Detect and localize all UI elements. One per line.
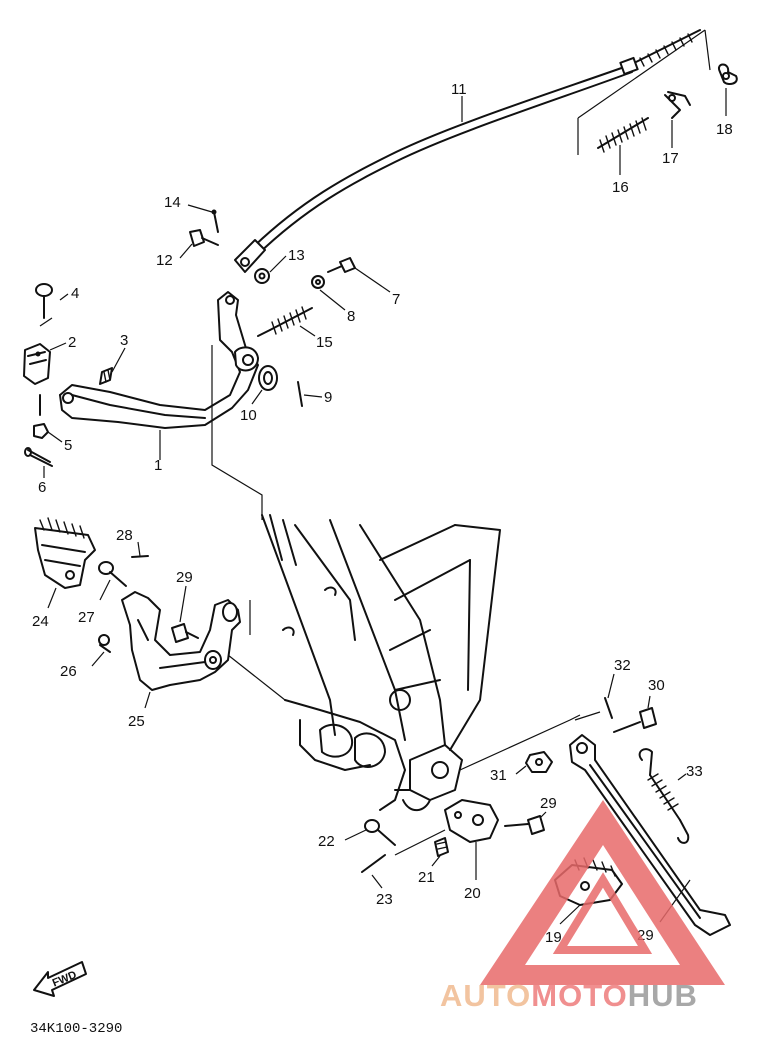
callout-4: 4	[71, 285, 79, 302]
part-4-bolt	[35, 283, 53, 319]
part-20-footrest-bracket	[444, 799, 499, 843]
assembly-leader-lines	[211, 345, 601, 856]
callout-18: 18	[716, 121, 733, 138]
part-26-washer-clip	[98, 634, 111, 653]
part-23-cotter-pin	[361, 854, 386, 873]
callout-26: 26	[60, 663, 77, 680]
part-31-bolt	[613, 707, 657, 733]
callout-24: 24	[32, 613, 49, 630]
callout-31: 30	[648, 677, 665, 694]
part-12-bolt	[189, 229, 219, 247]
svg-text:AUTOMOTOHUB: AUTOMOTOHUB	[440, 978, 698, 1013]
part-22-pin	[364, 819, 396, 846]
watermark-text-hub: HUB	[628, 978, 698, 1013]
callout-labels: 4 2 3 5 6 1 14 12 13 7 8 15 9 10 11 16 1…	[32, 81, 733, 946]
callout-12: 12	[156, 252, 173, 269]
fwd-arrow-icon: FWD	[33, 961, 87, 997]
part-13-washer	[254, 268, 270, 284]
part-25-footrest-bracket	[121, 591, 241, 691]
part-11-brake-rod	[234, 29, 701, 273]
callout-2: 2	[68, 334, 76, 351]
callout-14: 14	[164, 194, 181, 211]
drawing-code: 34K100-3290	[30, 1021, 122, 1037]
callout-20: 20	[464, 885, 481, 902]
callout-19: 19	[545, 929, 562, 946]
callout-33: 32	[614, 657, 631, 674]
part-27-pin	[98, 561, 127, 587]
callout-7: 7	[392, 291, 400, 308]
callout-9: 9	[324, 389, 332, 406]
callout-11: 11	[451, 81, 467, 98]
watermark-text-auto: AUTO	[440, 978, 531, 1013]
callout-15: 15	[316, 334, 333, 351]
callout-32: 31	[490, 767, 507, 784]
callout-3: 3	[120, 332, 128, 349]
part-24-footrest	[34, 517, 96, 589]
callout-21: 21	[418, 869, 435, 886]
part-7-bolt	[327, 257, 356, 273]
callout-29-right: 29	[540, 795, 557, 812]
callout-28: 28	[116, 527, 133, 544]
watermark-text-moto: MOTO	[531, 978, 627, 1013]
callout-25: 25	[128, 713, 145, 730]
callout-13: 13	[288, 247, 305, 264]
part-28-pin	[131, 555, 149, 558]
watermark-logo: AUTOMOTOHUB	[440, 800, 725, 1013]
part-21-spring	[434, 837, 449, 857]
callout-16: 16	[612, 179, 629, 196]
callout-34: 33	[686, 763, 703, 780]
watermark-triangle-icon	[480, 800, 725, 985]
callout-29-left: 29	[176, 569, 193, 586]
part-16-spring	[597, 117, 649, 153]
callout-22: 22	[318, 833, 335, 850]
callout-27: 27	[78, 609, 95, 626]
part-9-pin	[297, 381, 303, 407]
part-2-cam-block	[23, 343, 51, 385]
callout-5: 5	[64, 437, 72, 454]
part-14-pin	[211, 209, 219, 233]
frame-section	[261, 514, 501, 812]
part-32-nut	[525, 751, 553, 773]
part-18-wing-nut	[718, 63, 738, 85]
callout-6: 6	[38, 479, 46, 496]
part-29-bolt-right	[504, 815, 545, 835]
callout-8: 8	[347, 308, 355, 325]
part-1-brake-pedal	[59, 291, 259, 429]
part-10-collar	[258, 365, 278, 391]
part-6-cotter-pin	[24, 447, 53, 467]
part-5-nut	[33, 423, 49, 439]
callout-1: 1	[154, 457, 162, 474]
upper-right-spring-group	[577, 29, 738, 155]
part-3-spring-small	[99, 367, 113, 385]
part-17-clip	[664, 91, 691, 119]
part-8-washer	[311, 275, 325, 289]
part-34-spring	[638, 748, 690, 844]
part-15-spring	[257, 306, 313, 337]
callout-10: 10	[240, 407, 257, 424]
part-29-bolt-left	[171, 623, 199, 643]
callout-23: 23	[376, 891, 393, 908]
callout-17: 17	[662, 150, 679, 167]
part-33-pin	[604, 697, 613, 719]
fwd-label: FWD	[51, 969, 79, 990]
